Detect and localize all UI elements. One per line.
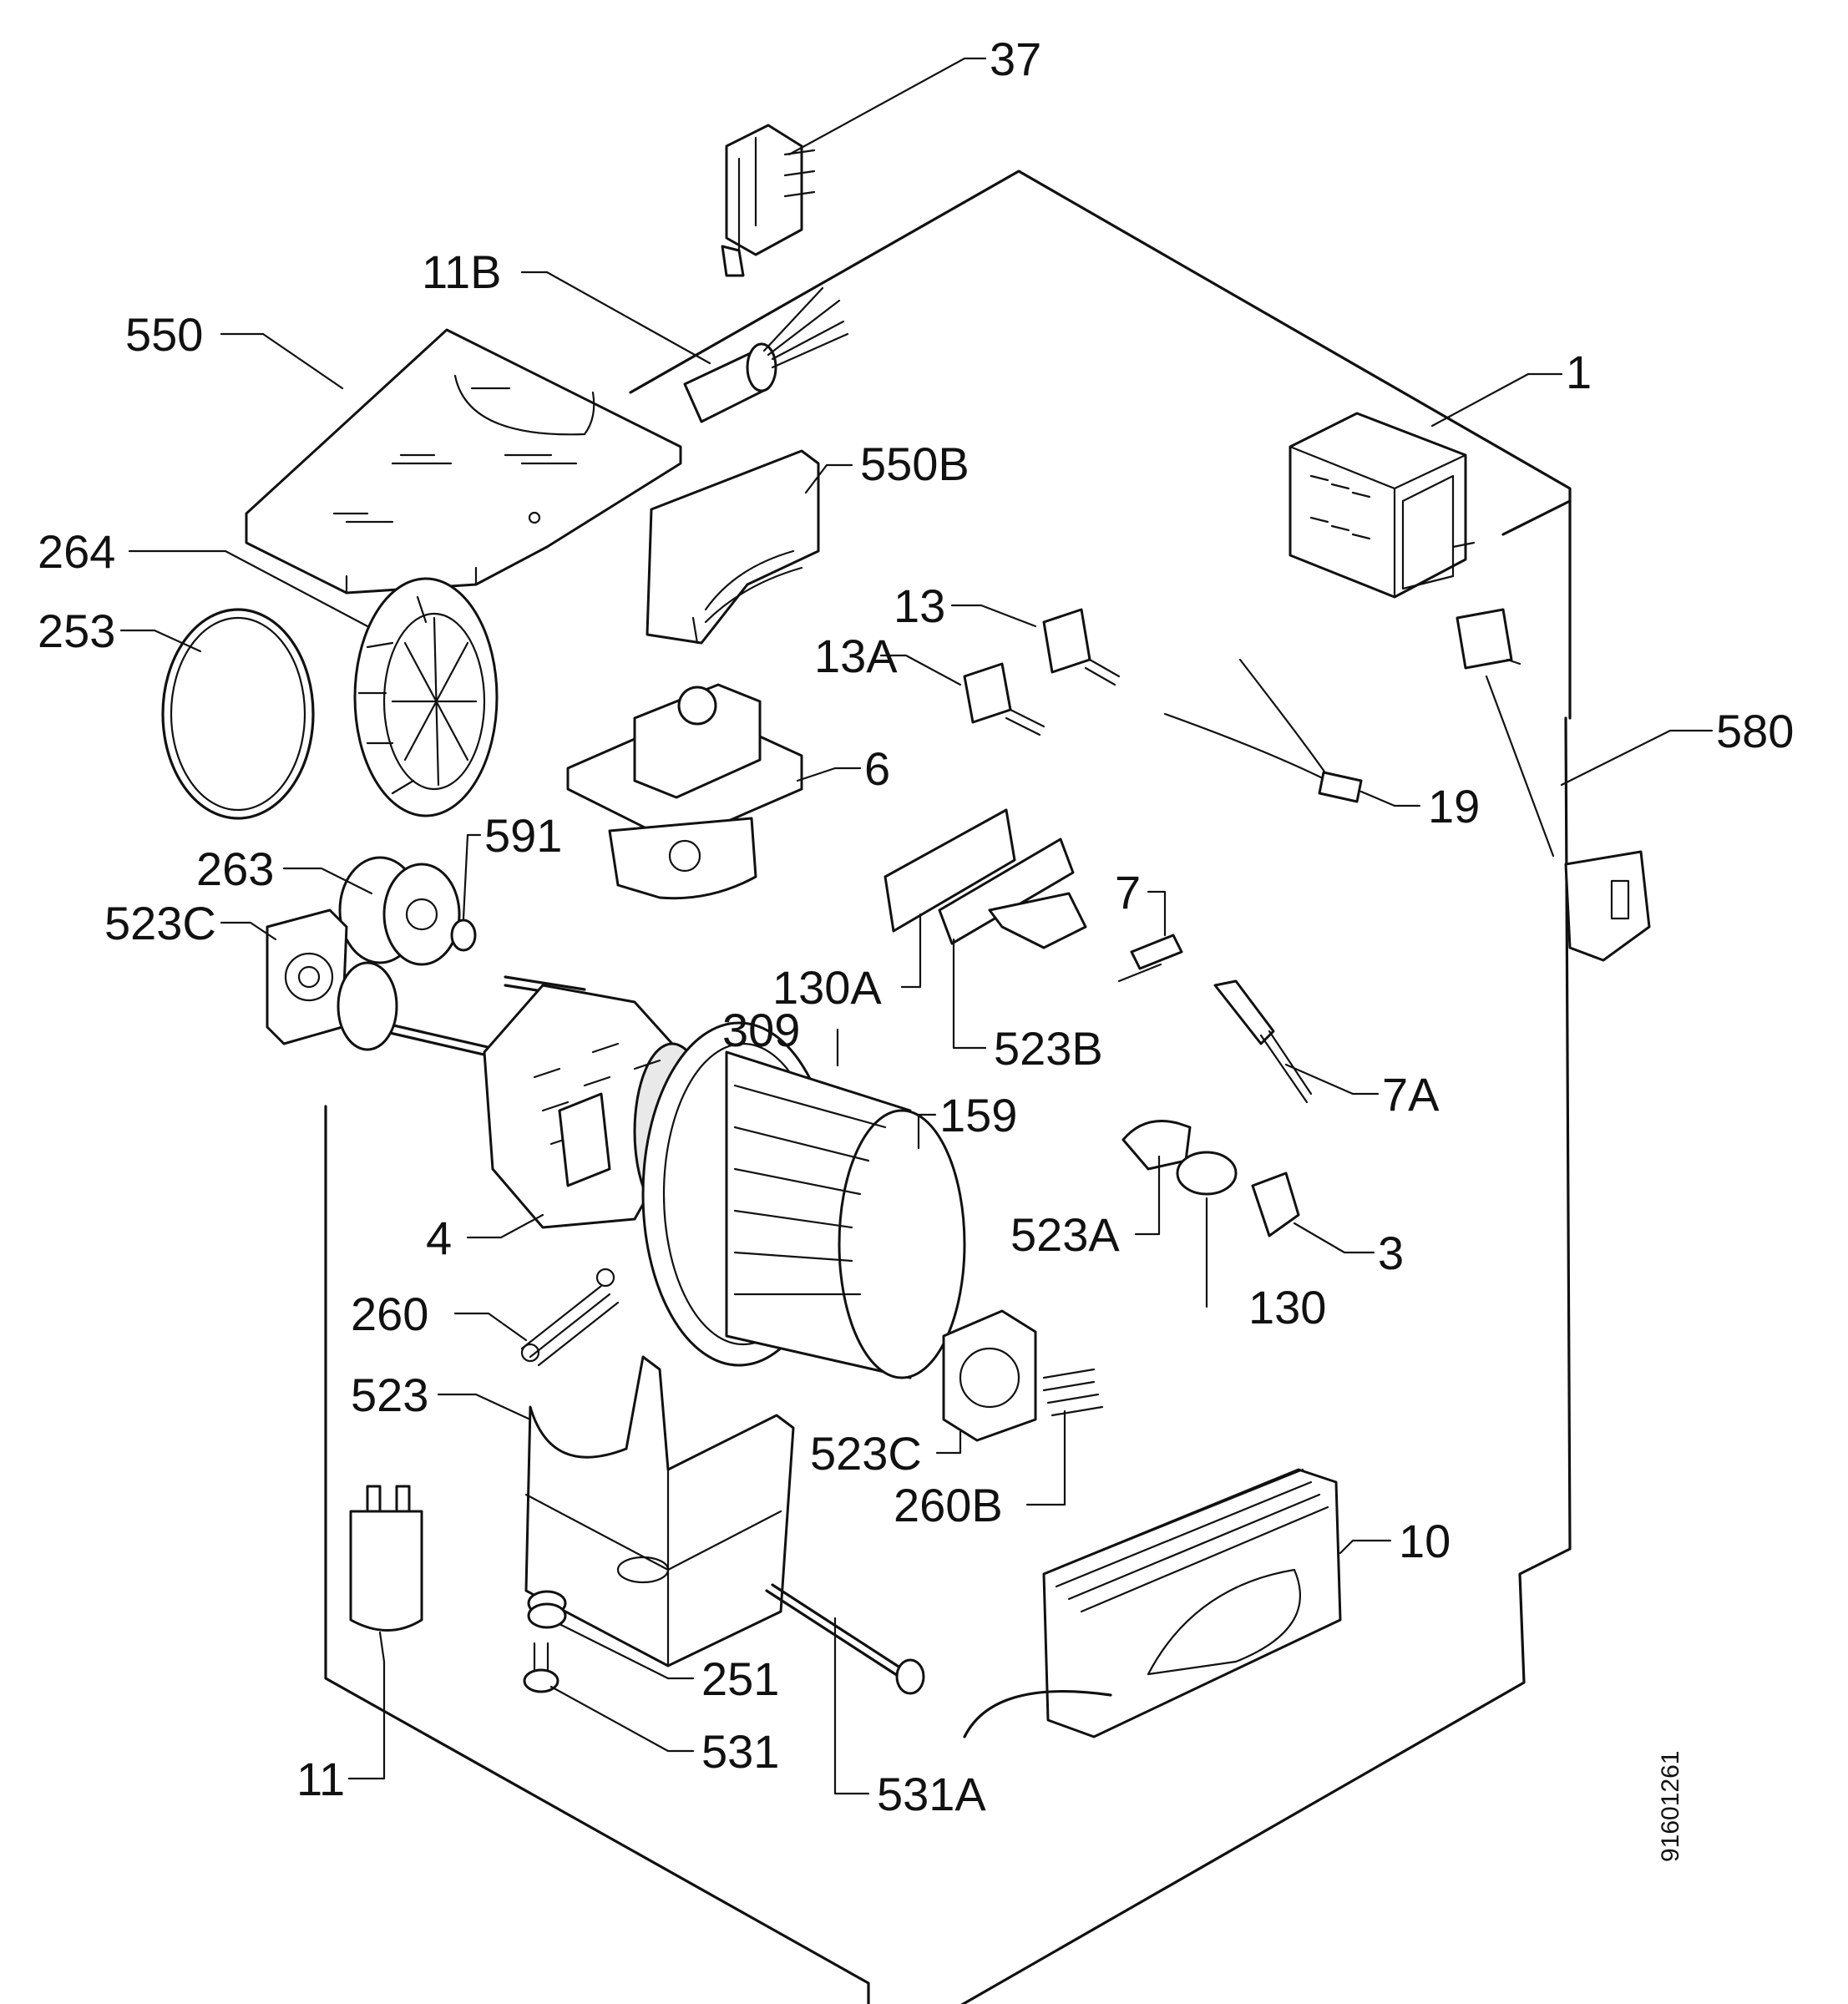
label-130: 130 xyxy=(1248,1281,1326,1333)
label-260: 260 xyxy=(351,1288,428,1340)
capacitor-11 xyxy=(349,1485,423,1663)
timer-1 xyxy=(1289,412,1476,599)
label-580: 580 xyxy=(1716,705,1794,757)
label-523c-top: 523C xyxy=(104,897,216,949)
terminal-block-37 xyxy=(721,124,816,277)
connector-13 xyxy=(1042,608,1121,686)
gasket-130 xyxy=(1176,1151,1238,1196)
label-550b: 550B xyxy=(860,438,970,490)
pulley-263 xyxy=(338,856,461,966)
label-3: 3 xyxy=(1378,1227,1404,1279)
pump-assembly-6 xyxy=(566,683,803,900)
label-264: 264 xyxy=(38,525,115,578)
capacitor-11b xyxy=(683,286,849,423)
label-523c-bottom: 523C xyxy=(810,1427,922,1480)
cover-plate-550 xyxy=(245,328,682,595)
label-13a: 13A xyxy=(814,630,898,682)
part-7a xyxy=(1213,979,1313,1104)
label-523: 523 xyxy=(351,1369,428,1421)
label-11: 11 xyxy=(296,1753,345,1805)
cabinet-outline xyxy=(324,170,1572,2004)
label-263: 263 xyxy=(196,843,274,895)
label-10: 10 xyxy=(1399,1515,1451,1567)
label-260b: 260B xyxy=(894,1479,1003,1531)
label-591: 591 xyxy=(484,809,562,862)
bearing-bracket-523c-top xyxy=(266,908,348,1045)
label-37: 37 xyxy=(990,33,1041,85)
screw-531 xyxy=(523,1642,559,1693)
spring-260 xyxy=(520,1268,620,1367)
label-7: 7 xyxy=(1115,866,1141,918)
label-531a: 531A xyxy=(877,1768,986,1820)
probe-19 xyxy=(1163,658,1363,803)
label-253: 253 xyxy=(38,605,115,657)
leader-lines xyxy=(119,57,1714,1795)
drum-fan-159 xyxy=(725,1050,966,1379)
label-19: 19 xyxy=(1428,780,1480,832)
support-bracket-523 xyxy=(524,1355,795,1667)
label-11b: 11B xyxy=(422,245,501,298)
label-523a: 523A xyxy=(1010,1208,1120,1261)
label-531: 531 xyxy=(701,1725,779,1778)
bracket-550b xyxy=(646,449,820,645)
label-550: 550 xyxy=(125,308,203,361)
connector-13a xyxy=(963,662,1046,736)
heater-10 xyxy=(963,1468,1342,1738)
drawing-code: 91601261 xyxy=(1657,1751,1684,1862)
label-7a: 7A xyxy=(1382,1068,1440,1121)
part-7 xyxy=(1117,934,1183,983)
washer-591 xyxy=(450,918,477,952)
seal-130a xyxy=(883,808,1016,933)
label-130a: 130A xyxy=(772,961,882,1014)
label-523b: 523B xyxy=(994,1022,1103,1075)
spring-260b xyxy=(1042,1368,1104,1417)
clip-523a xyxy=(1121,1120,1192,1171)
label-4: 4 xyxy=(426,1212,452,1264)
drive-belt-253 xyxy=(161,608,315,820)
impeller-264 xyxy=(353,577,499,817)
label-1: 1 xyxy=(1566,346,1592,398)
label-159: 159 xyxy=(939,1089,1017,1141)
label-309: 309 xyxy=(722,1004,800,1056)
part-3 xyxy=(1251,1172,1300,1237)
label-13: 13 xyxy=(894,579,945,632)
part-labels: 37 11B 550 550B 1 264 253 13 13A 6 580 1… xyxy=(38,33,1794,1820)
label-6: 6 xyxy=(864,742,890,795)
bolt-531a xyxy=(765,1583,925,1695)
bushing-251 xyxy=(527,1590,567,1629)
sensor-580 xyxy=(1456,608,1651,962)
label-251: 251 xyxy=(701,1652,779,1705)
cover-523b xyxy=(938,838,1087,949)
bearing-bracket-523c-bottom xyxy=(942,1309,1037,1442)
